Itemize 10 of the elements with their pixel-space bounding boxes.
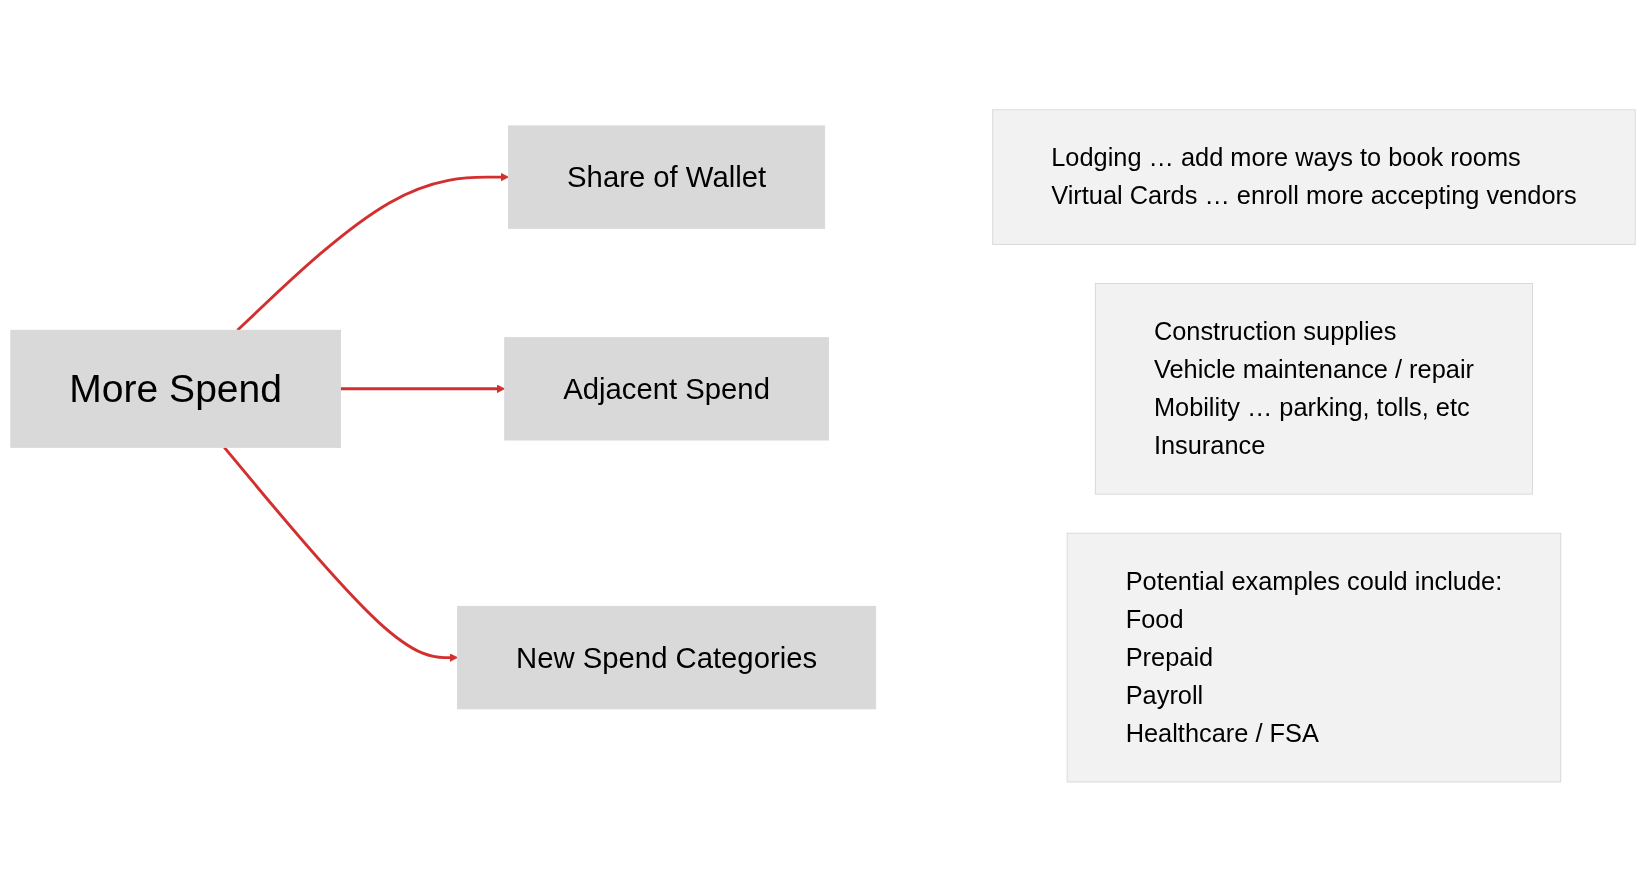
node-box: Potential examples could include: Food Prepaid Payroll Healthcare / FSA	[1066, 532, 1562, 783]
arrow	[223, 446, 458, 662]
node-box: New Spend Categories	[457, 606, 877, 710]
node-box: Share of Wallet	[508, 125, 826, 229]
arrow	[236, 172, 509, 332]
arrow	[340, 384, 506, 394]
node-box: Lodging … add more ways to book rooms Virtual Cards … enroll more accepting vendors	[992, 109, 1636, 245]
node-box: More Spend	[10, 329, 341, 448]
node-box: Construction supplies Vehicle maintenance / repair Mobility … parking, tolls, etc Insurance	[1094, 283, 1533, 495]
node-box: Adjacent Spend	[504, 337, 829, 441]
